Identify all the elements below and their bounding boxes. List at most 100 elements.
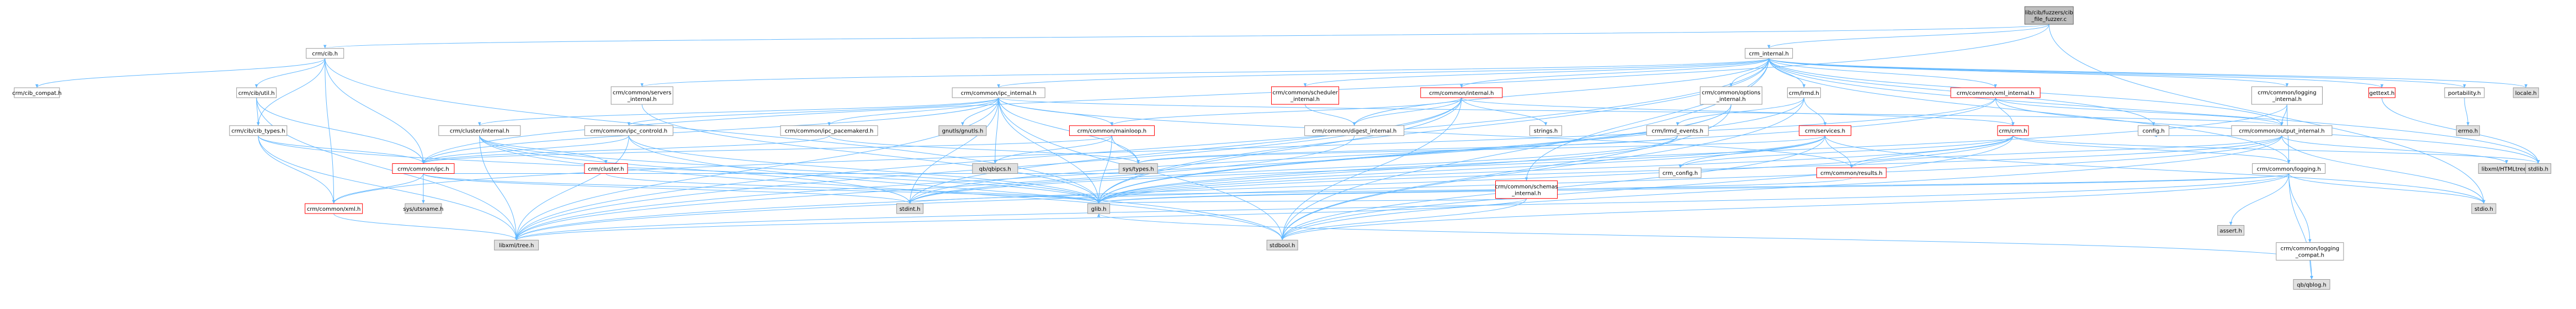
edge-common_internal-to-crm_h <box>1461 97 2015 126</box>
edge-root-to-stdio <box>2048 24 2485 204</box>
node-digest-internal[interactable]: crm/common/digest_internal.h <box>1304 125 1405 136</box>
edge-xml_internal-to-stdint <box>908 97 1996 204</box>
node-label: locale.h <box>2515 90 2537 97</box>
node-common-ipc[interactable]: crm/common/ipc.h <box>392 163 455 174</box>
node-box <box>1529 125 1563 136</box>
node-label: crm/common/schemas <box>1495 184 1558 190</box>
node-box <box>2276 242 2344 261</box>
node-portability[interactable]: portability.h <box>2444 87 2485 98</box>
node-box <box>2471 203 2497 214</box>
node-cib-compat[interactable]: crm/cib_compat.h <box>12 87 62 98</box>
edge-ipc_internal-to-ipc_pacemakerd <box>827 97 999 126</box>
node-services[interactable]: crm/services.h <box>1799 125 1852 136</box>
node-strings[interactable]: strings.h <box>1529 125 1563 136</box>
node-ipc-internal[interactable]: crm/common/ipc_internal.h <box>952 87 1045 98</box>
edge-output_internal-to-libxml_tree <box>515 135 2282 241</box>
edge-lrmd_events-to-glib <box>1097 135 1678 204</box>
node-schemas-internal[interactable]: crm/common/schemas_internal.h <box>1495 180 1558 199</box>
node-scheduler-internal[interactable]: crm/common/scheduler_internal.h <box>1271 86 1340 105</box>
node-libxml-tree[interactable]: libxml/tree.h <box>494 239 539 251</box>
edge-cluster-to-glib <box>606 173 1101 204</box>
edge-crm_lrmd-to-stdbool <box>1281 97 1804 241</box>
edge-common_ipc-to-common_xml <box>332 173 424 204</box>
edge-crm_internal-to-scheduler_internal <box>1303 58 1770 87</box>
node-box <box>952 87 1045 98</box>
node-glib[interactable]: glib.h <box>1087 203 1111 214</box>
node-label: crm/cib/cib_types.h <box>231 129 285 135</box>
edge-crm_h-to-crm_config <box>1679 135 2014 168</box>
node-common-xml[interactable]: crm/common/xml.h <box>305 203 363 214</box>
edge-common_logging-to-stdbool <box>1281 173 2290 241</box>
node-qb-qbipcs[interactable]: qb/qbipcs.h <box>972 163 1018 174</box>
edge-cluster_internal-to-glib <box>479 135 1101 204</box>
node-box <box>2231 125 2333 136</box>
node-output-internal[interactable]: crm/common/output_internal.h <box>2231 125 2333 136</box>
edge-ipc_internal-to-common_ipc <box>422 97 999 164</box>
node-errno[interactable]: errno.h <box>2456 125 2480 136</box>
node-config[interactable]: config.h <box>2138 125 2170 136</box>
node-cib-util[interactable]: crm/cib/util.h <box>236 87 277 98</box>
node-label: crm/common/results.h <box>1820 171 1883 177</box>
node-xml-internal[interactable]: crm/common/xml_internal.h <box>1950 87 2041 98</box>
node-logging-compat[interactable]: crm/common/logging_compat.h <box>2276 242 2344 261</box>
node-label: gnutls/gnutls.h <box>942 129 984 135</box>
edge-crm_h-to-common_logging <box>2012 135 2291 164</box>
edge-schemas_internal-to-glib <box>1097 198 1527 204</box>
edge-crm_internal-to-options_internal <box>1729 58 1770 87</box>
node-results[interactable]: crm/common/results.h <box>1816 167 1887 178</box>
edge-schemas_internal-to-stdbool <box>1281 198 1527 241</box>
node-box <box>1997 125 2029 136</box>
node-root[interactable]: lib/cib/fuzzers/cib_file_fuzzer.c <box>2024 6 2074 25</box>
node-label: crm/common/logging <box>2281 246 2340 252</box>
node-logging-internal[interactable]: crm/common/logging_internal.h <box>2251 86 2323 105</box>
node-sys-utsname[interactable]: sys/utsname.h <box>403 203 443 214</box>
edge-common_logging-to-libxml_tree <box>515 173 2290 241</box>
node-cluster[interactable]: crm/cluster.h <box>584 163 628 174</box>
node-libxml-htmltree[interactable]: libxml/HTMLtree.h <box>2478 163 2535 174</box>
node-crm-lrmd[interactable]: crm/lrmd.h <box>1787 87 1821 98</box>
node-qblog[interactable]: qb/qblog.h <box>2293 279 2330 290</box>
edge-crm_internal-to-logging_internal <box>1768 58 2289 87</box>
node-label: crm/cib.h <box>312 51 338 57</box>
node-box <box>2251 86 2323 105</box>
node-box <box>1787 87 1821 98</box>
node-label: _internal.h <box>2272 97 2302 103</box>
node-cluster-internal[interactable]: crm/cluster/internal.h <box>438 125 521 136</box>
node-stdint[interactable]: stdint.h <box>896 203 923 214</box>
edge-cib-to-cib_compat <box>35 58 326 88</box>
node-assert[interactable]: assert.h <box>2217 225 2245 236</box>
node-lrmd-events[interactable]: crm/lrmd_events.h <box>1646 125 1709 136</box>
node-label: _compat.h <box>2295 253 2324 259</box>
node-crm-internal[interactable]: crm_internal.h <box>1745 48 1793 59</box>
node-options-internal[interactable]: crm/common/options_internal.h <box>1699 86 1762 105</box>
node-box <box>1659 167 1702 178</box>
node-locale[interactable]: locale.h <box>2513 87 2539 98</box>
node-box <box>938 125 987 136</box>
edge-crm_internal-to-xml_internal <box>1768 58 1997 88</box>
edge-output_internal-to-results <box>1850 135 2282 168</box>
node-cib-types[interactable]: crm/cib/cib_types.h <box>229 125 288 136</box>
node-box <box>584 163 628 174</box>
node-common-internal[interactable]: crm/common/internal.h <box>1420 87 1503 98</box>
node-label: qb/qblog.h <box>2297 282 2327 288</box>
node-label: crm/cluster/internal.h <box>450 129 509 135</box>
node-gettext[interactable]: gettext.h <box>2368 87 2396 98</box>
node-gnutls[interactable]: gnutls/gnutls.h <box>938 125 987 136</box>
node-common-logging[interactable]: crm/common/logging.h <box>2252 163 2326 174</box>
node-cib[interactable]: crm/cib.h <box>306 48 344 59</box>
edge-crm_internal-to-common_internal <box>1460 58 1770 88</box>
node-stdlib[interactable]: stdlib.h <box>2525 163 2552 174</box>
node-stdio[interactable]: stdio.h <box>2471 203 2497 214</box>
node-crm-h[interactable]: crm/crm.h <box>1997 125 2029 136</box>
node-sys-types[interactable]: sys/types.h <box>1118 163 1158 174</box>
node-common-servers[interactable]: crm/common/servers_internal.h <box>610 86 673 105</box>
node-crm-config[interactable]: crm_config.h <box>1659 167 1702 178</box>
node-label: crm_config.h <box>1663 171 1698 177</box>
node-box <box>438 125 521 136</box>
node-stdbool[interactable]: stdbool.h <box>1266 239 1298 251</box>
edge-ipc_internal-to-sys_types <box>998 97 1140 164</box>
edge-common_logging-to-glib <box>1097 173 2290 204</box>
node-ipc-controld[interactable]: crm/common/ipc_controld.h <box>584 125 673 136</box>
node-ipc-pacemakerd[interactable]: crm/common/ipc_pacemakerd.h <box>780 125 878 136</box>
node-mainloop[interactable]: crm/common/mainloop.h <box>1069 125 1155 136</box>
